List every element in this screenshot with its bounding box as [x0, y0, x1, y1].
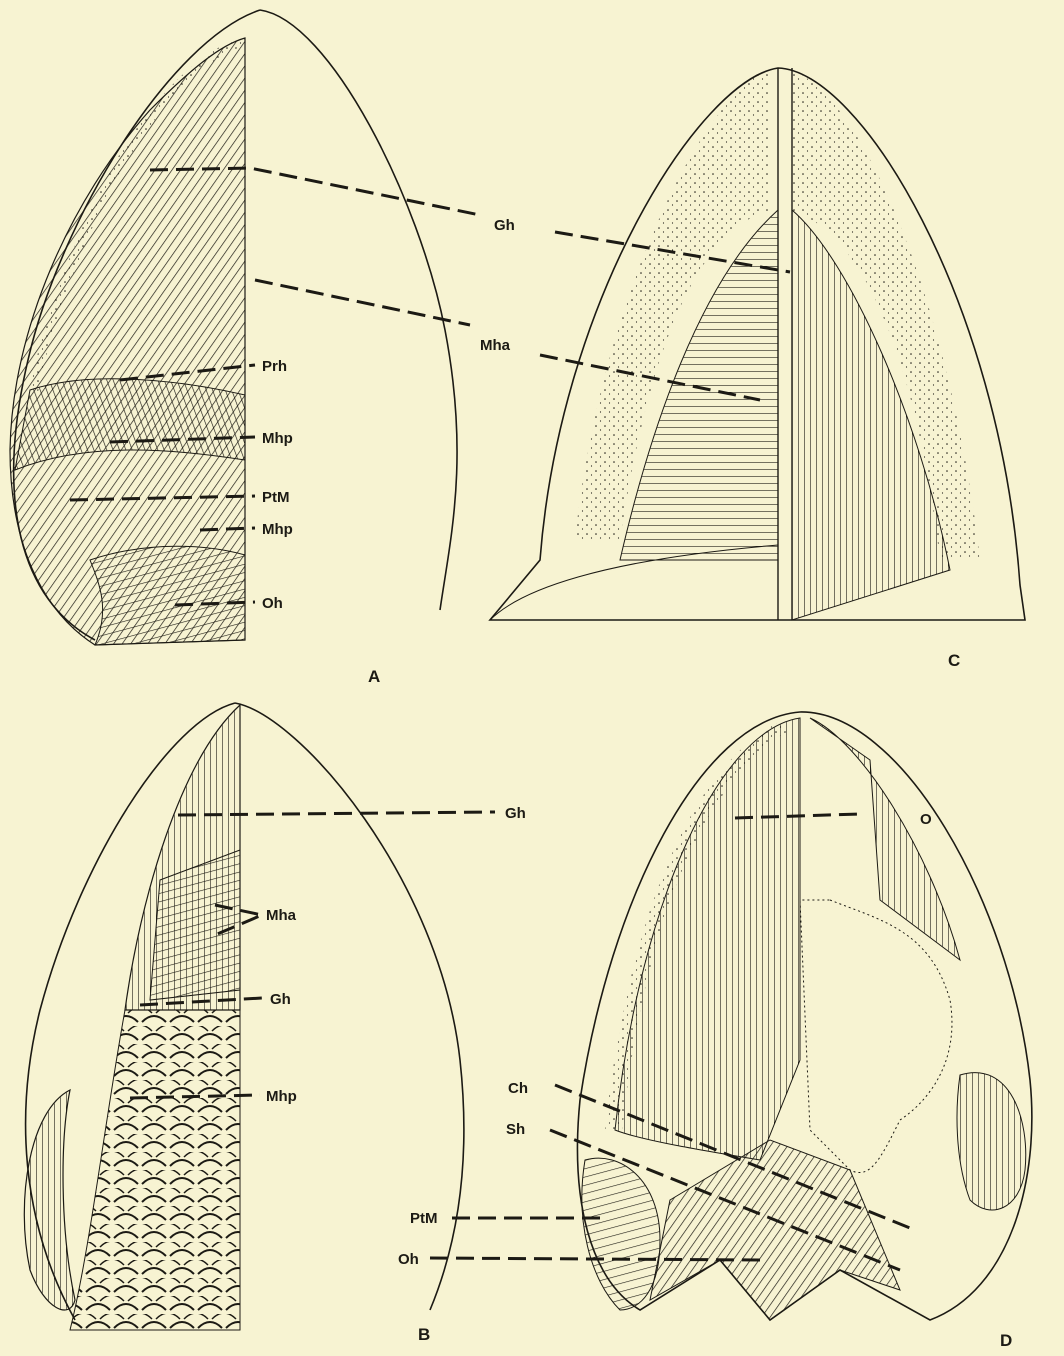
panel-d-label-ptm: PtM — [410, 1210, 438, 1227]
panel-a-label-oh: Oh — [262, 595, 283, 612]
panel-b-scale-field — [70, 1010, 240, 1330]
panel-d-right-lobe — [957, 1073, 1026, 1210]
panel-a-label-mhp-upper: Mhp — [262, 430, 293, 447]
panel-b: Gh Mha Gh Mhp B — [24, 703, 526, 1344]
panel-d-label-oh: Oh — [398, 1251, 419, 1268]
panel-d: O Ch Sh PtM Oh D — [398, 712, 1032, 1350]
panel-a-leader-mhp2 — [200, 528, 255, 530]
panel-a-muscle-band-2 — [90, 546, 245, 645]
panel-c-label-mha: Mha — [480, 337, 511, 354]
panel-a-head-outline-right — [260, 10, 457, 610]
panel-a-letter: A — [368, 667, 380, 686]
panel-d-label-ch: Ch — [508, 1080, 528, 1097]
panel-b-letter: B — [418, 1325, 430, 1344]
panel-c-letter: C — [948, 651, 960, 670]
panel-a-label-ptm: PtM — [262, 489, 290, 506]
panel-d-letter: D — [1000, 1331, 1012, 1350]
panel-d-label-o: O — [920, 811, 932, 828]
panel-b-label-gh-upper: Gh — [505, 805, 526, 822]
panel-b-lateral-lobe — [24, 1090, 75, 1310]
panel-a: Prh Mhp PtM Mhp Oh A — [10, 10, 480, 686]
panel-d-right-muscle — [810, 718, 960, 960]
panel-a-label-mhp-lower: Mhp — [262, 521, 293, 538]
panel-d-lower-left-lobe — [582, 1158, 660, 1310]
panel-d-label-sh: Sh — [506, 1121, 525, 1138]
panel-c: Gh Mha C — [480, 68, 1025, 670]
panel-b-label-mha: Mha — [266, 907, 297, 924]
panel-d-lower-center — [650, 1140, 900, 1320]
panel-b-label-gh-lower: Gh — [270, 991, 291, 1008]
panel-a-leader-mha — [255, 280, 470, 325]
panel-a-label-prh: Prh — [262, 358, 287, 375]
panel-d-cartilage-outline — [800, 900, 952, 1173]
panel-c-label-gh: Gh — [494, 217, 515, 234]
panel-b-label-mhp: Mhp — [266, 1088, 297, 1105]
